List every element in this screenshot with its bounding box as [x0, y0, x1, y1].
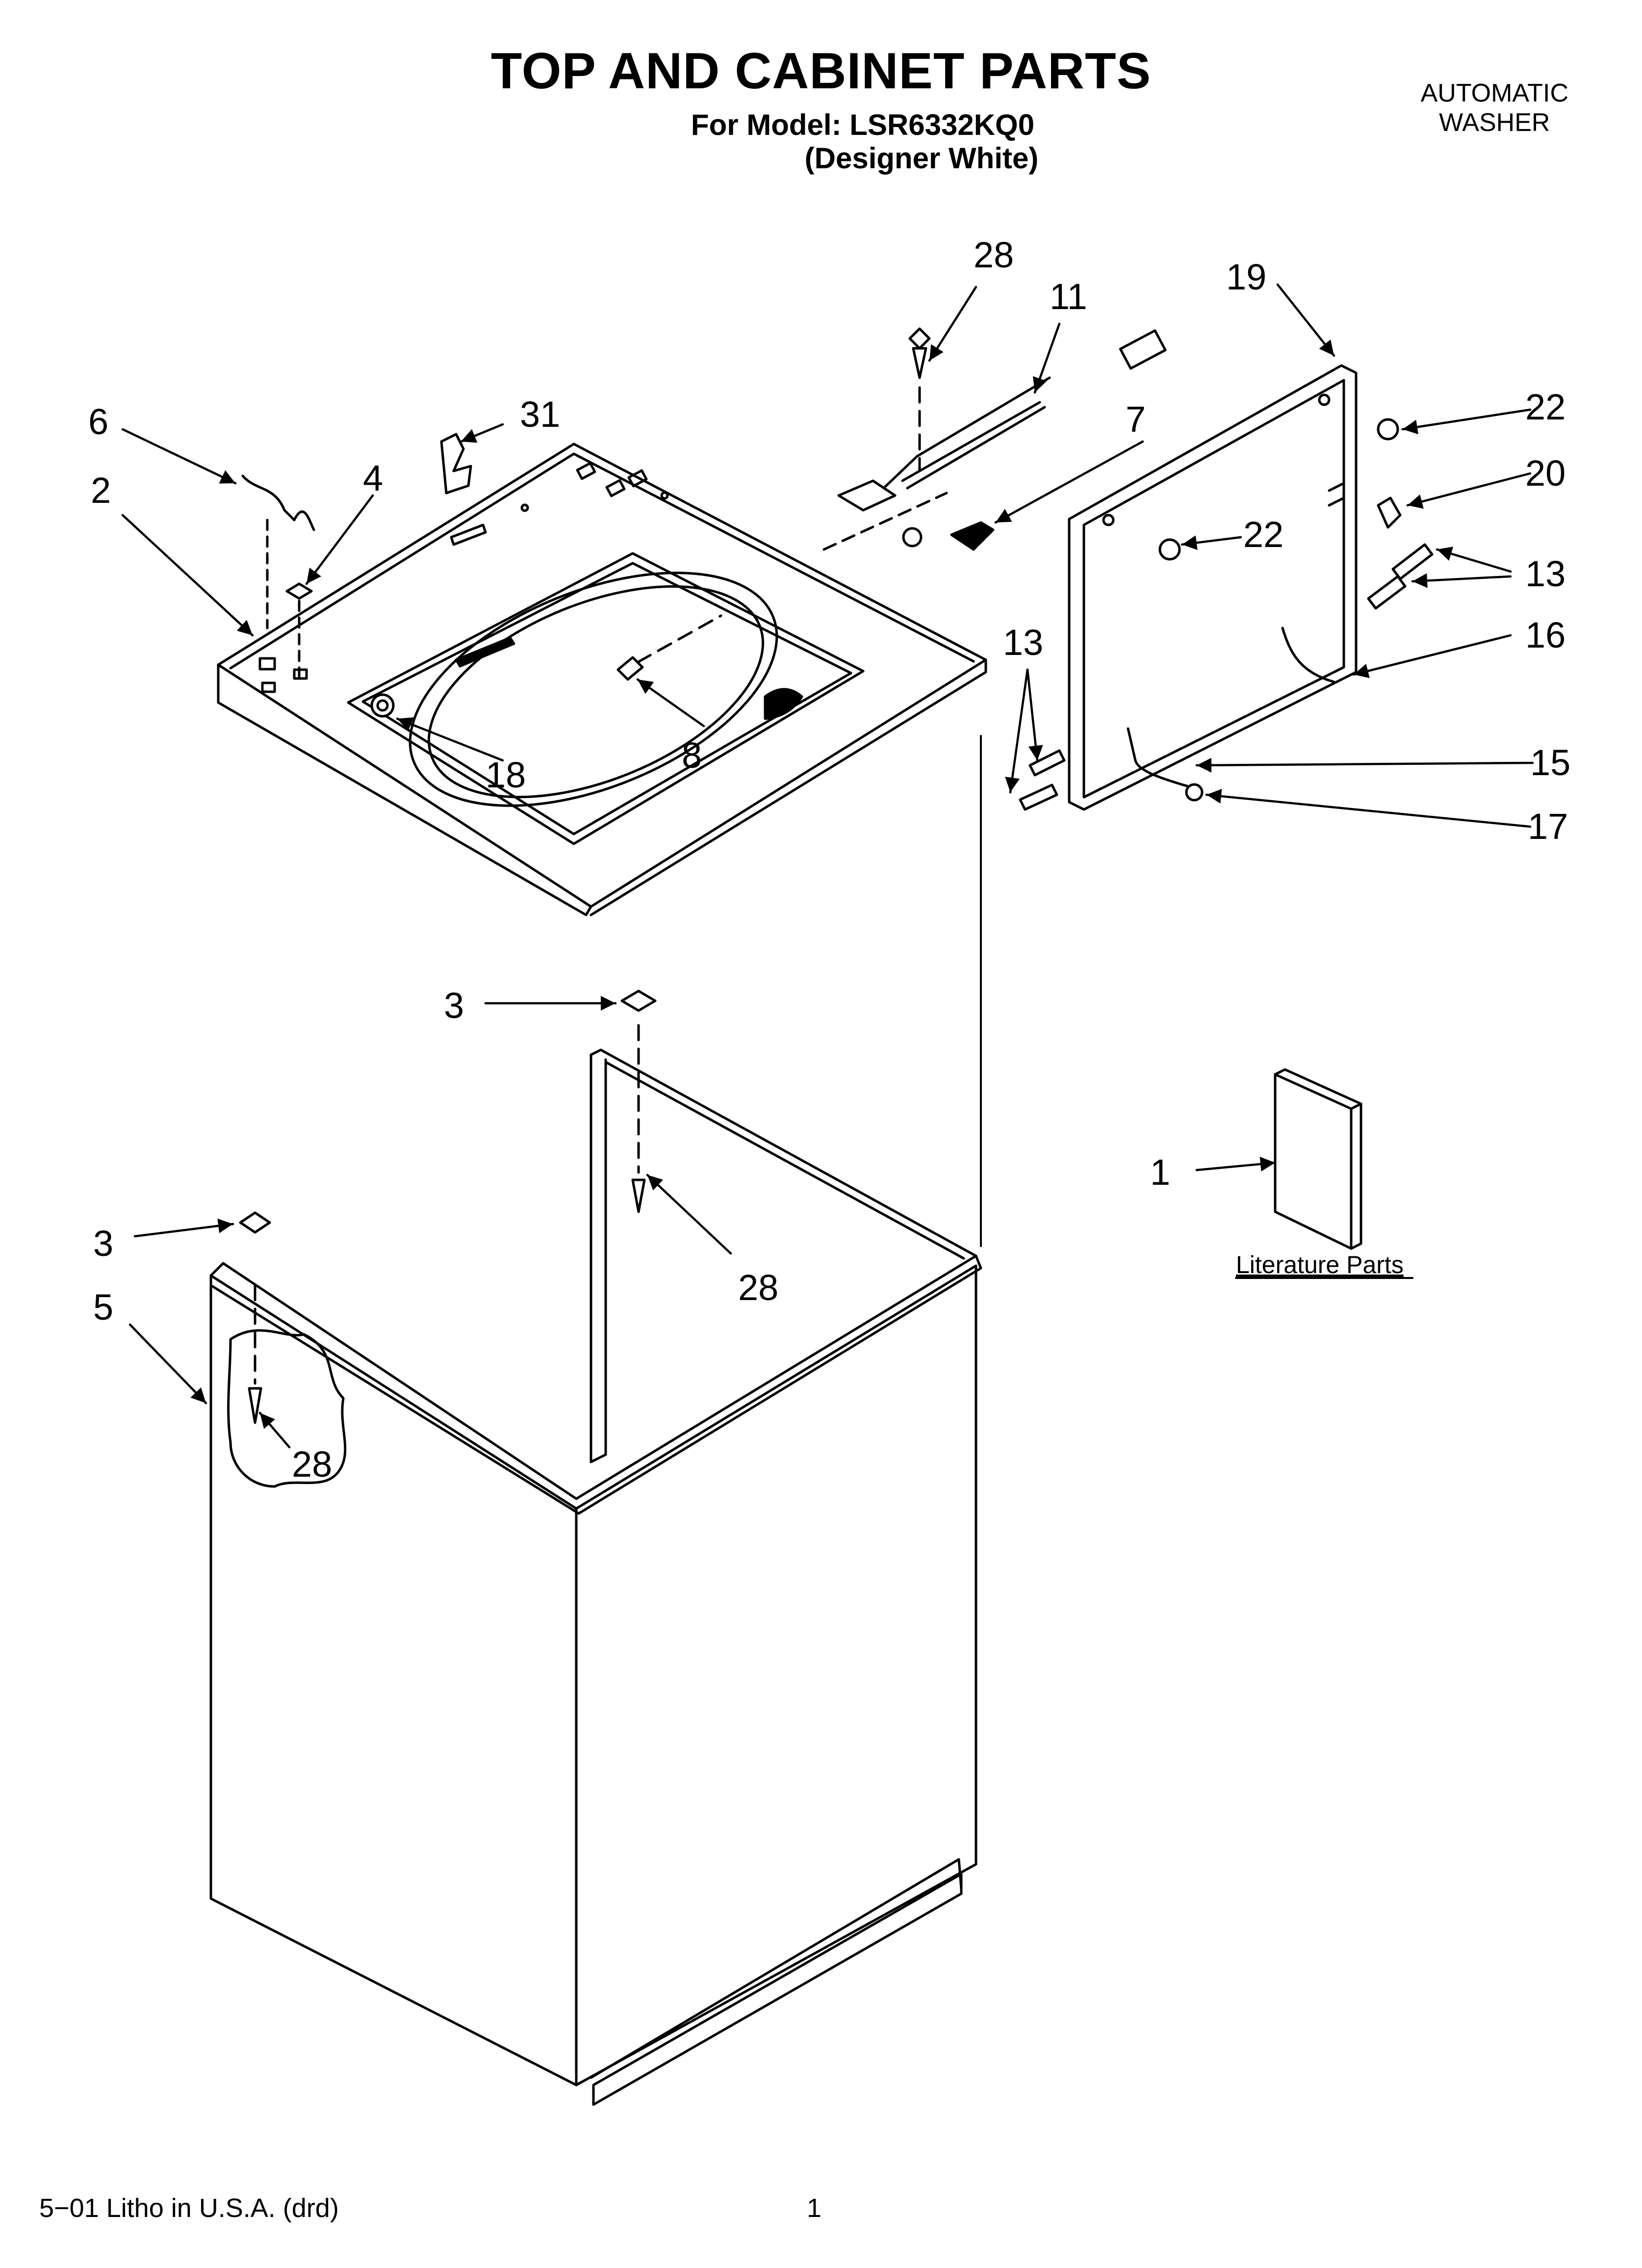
page-number: 1	[807, 2193, 822, 2223]
appliance-line-1: AUTOMATIC	[1420, 79, 1568, 107]
page-title: TOP AND CABINET PARTS	[490, 43, 1152, 100]
callout-3-upper: 3	[444, 985, 464, 1026]
callout-28-cabinet: 28	[738, 1267, 778, 1308]
callout-4: 4	[363, 458, 383, 498]
callout-6: 6	[88, 401, 108, 442]
callout-2: 2	[91, 470, 111, 511]
callout-labels: 28 11 19 22 20 7 22 13 13 16 15 17 6 2 3…	[88, 235, 1570, 1485]
callout-8: 8	[682, 735, 702, 776]
callout-20: 20	[1525, 453, 1565, 494]
small-parts	[241, 327, 1434, 1250]
callout-28-cutaway: 28	[292, 1444, 332, 1485]
leader-lines	[121, 283, 1534, 1449]
callout-22-lower: 22	[1243, 514, 1283, 555]
footer-litho: 5−01 Litho in U.S.A. (drd)	[39, 2193, 339, 2223]
callout-15: 15	[1530, 742, 1570, 783]
callout-18: 18	[486, 755, 526, 795]
callout-11: 11	[1050, 276, 1087, 317]
callout-1: 1	[1150, 1152, 1170, 1193]
washer-cabinet	[209, 735, 982, 2106]
color-line: (Designer White)	[804, 142, 1039, 175]
washer-top-panel	[217, 443, 987, 916]
callout-22-upper: 22	[1525, 387, 1565, 427]
appliance-line-2: WASHER	[1439, 108, 1550, 137]
model-line: For Model: LSR6332KQ0	[691, 108, 1035, 141]
callout-16: 16	[1525, 615, 1565, 655]
callout-28-top: 28	[974, 235, 1014, 275]
appliance-type: AUTOMATIC WASHER	[1421, 78, 1568, 137]
callout-31: 31	[520, 394, 560, 435]
callout-17: 17	[1528, 806, 1568, 847]
callout-19: 19	[1226, 257, 1266, 297]
callout-3-lower: 3	[93, 1223, 113, 1264]
callout-7: 7	[1126, 399, 1146, 440]
callout-13-right: 13	[1525, 553, 1565, 594]
control-panel-frame	[1068, 364, 1358, 811]
callout-13-left: 13	[1003, 622, 1043, 663]
literature-parts-label: Literature Parts	[1236, 1251, 1404, 1278]
callout-5: 5	[93, 1287, 113, 1328]
